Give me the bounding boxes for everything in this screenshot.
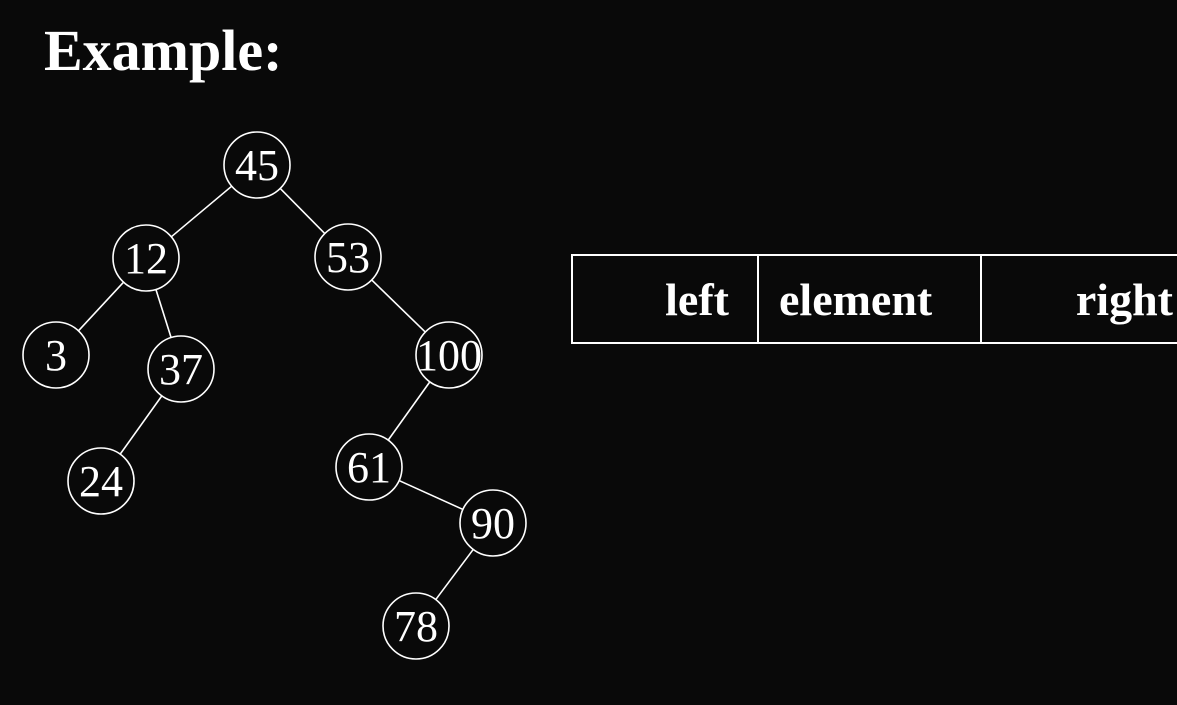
tree-node-24: 24 (67, 447, 135, 515)
tree-node-circle (112, 224, 180, 292)
tree-node-label: 90 (471, 499, 515, 548)
tree-edge-37-24 (119, 395, 163, 455)
tree-node-label: 45 (235, 141, 279, 190)
tree-node-90: 90 (459, 489, 527, 557)
tree-node-label: 78 (394, 602, 438, 651)
tree-node-circle (335, 433, 403, 501)
tree-node-circle (22, 321, 90, 389)
tree-edge-45-53 (279, 187, 326, 235)
tree-node-circle (223, 131, 291, 199)
left-field-cell: left (571, 254, 759, 344)
tree-edge-61-90 (398, 479, 464, 511)
tree-edge-45-12 (170, 185, 233, 238)
page-title: Example: (44, 18, 283, 83)
tree-edge-53-100 (371, 279, 426, 333)
tree-node-circle (382, 592, 450, 660)
tree-node-12: 12 (112, 224, 180, 292)
tree-edge-12-3 (77, 281, 125, 332)
tree-node-100: 100 (415, 321, 483, 389)
tree-node-37: 37 (147, 335, 215, 403)
tree-node-label: 61 (347, 443, 391, 492)
tree-node-3: 3 (22, 321, 90, 389)
tree-node-label: 12 (124, 234, 168, 283)
tree-node-circle (415, 321, 483, 389)
tree-node-label: 53 (326, 233, 370, 282)
tree-node-53: 53 (314, 223, 382, 291)
right-field-cell: right (980, 254, 1177, 344)
tree-node-78: 78 (382, 592, 450, 660)
node-structure-table: left element right (571, 254, 1177, 344)
tree-node-circle (147, 335, 215, 403)
tree-node-label: 37 (159, 345, 203, 394)
tree-node-label: 3 (45, 331, 67, 380)
tree-nodes: 45 12 53 3 37 100 24 61 90 78 (22, 131, 527, 660)
tree-edge-12-37 (155, 289, 172, 338)
tree-edge-90-78 (435, 548, 474, 601)
tree-node-45: 45 (223, 131, 291, 199)
tree-node-circle (314, 223, 382, 291)
tree-node-label: 100 (416, 331, 482, 380)
tree-node-circle (67, 447, 135, 515)
tree-node-circle (459, 489, 527, 557)
element-field-cell: element (757, 254, 982, 344)
tree-node-label: 24 (79, 457, 123, 506)
tree-node-61: 61 (335, 433, 403, 501)
tree-edge-100-61 (387, 381, 431, 441)
tree-edges (77, 185, 474, 601)
